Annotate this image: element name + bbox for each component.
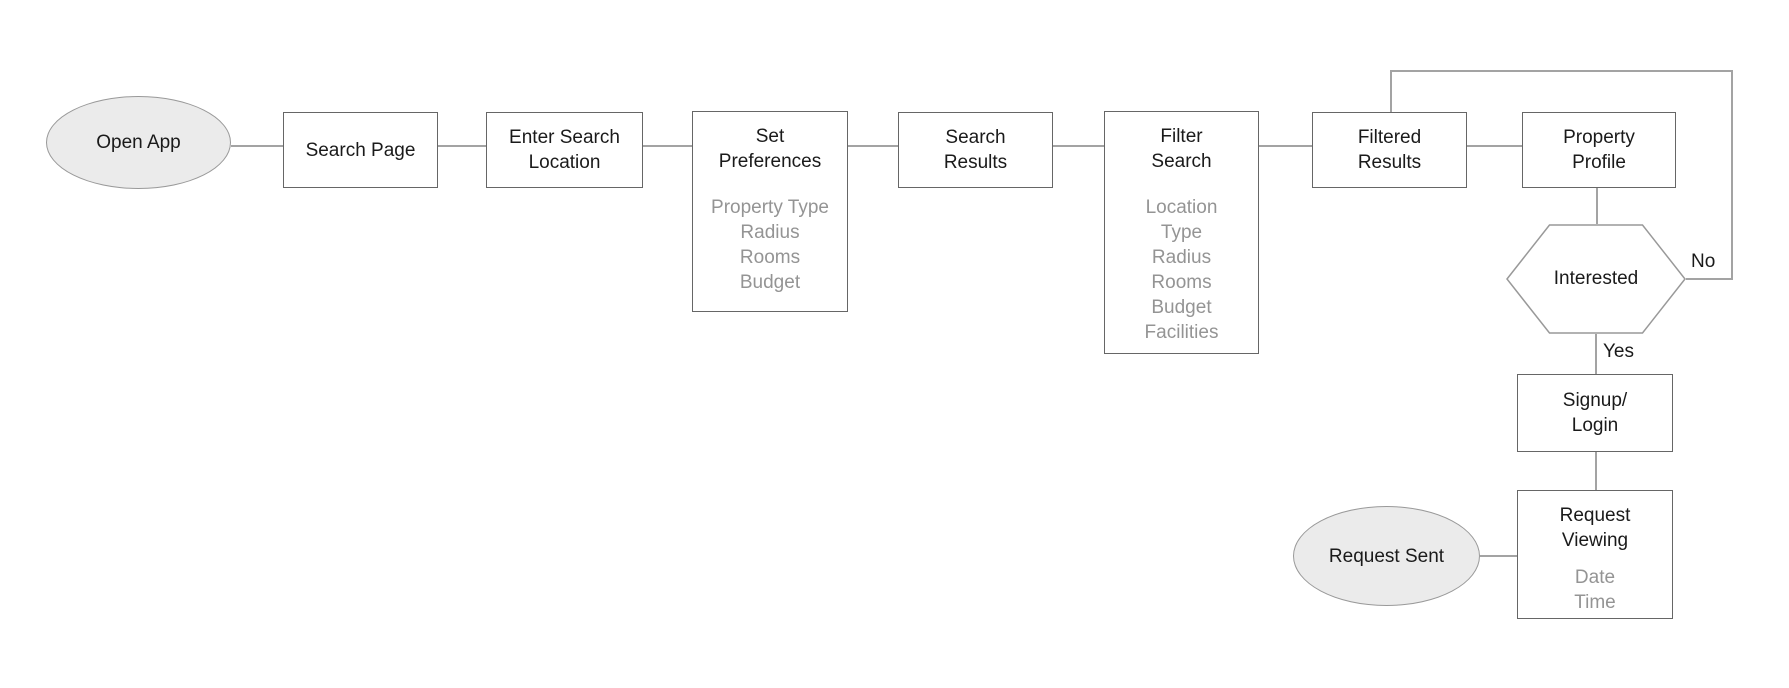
edge-no-loop-horizontal-from-hexagon xyxy=(1686,278,1732,280)
node-property-profile-label-line1: Property xyxy=(1563,127,1635,148)
node-signup-login-label-line1: Signup/ xyxy=(1562,390,1628,411)
detail-rooms2: Rooms xyxy=(1151,272,1212,293)
detail-budget2: Budget xyxy=(1151,297,1212,318)
node-search-page-label: Search Page xyxy=(305,139,416,161)
node-open-app: Open App xyxy=(46,96,231,189)
detail-location: Location xyxy=(1145,197,1218,218)
detail-budget: Budget xyxy=(739,272,801,293)
node-request-viewing-details: Date Time xyxy=(1574,565,1616,615)
edge-label-yes: Yes xyxy=(1603,341,1634,362)
node-search-results-label-line2: Results xyxy=(943,152,1008,173)
detail-facilities: Facilities xyxy=(1144,322,1219,343)
node-enter-search-location-label-line2: Location xyxy=(528,152,601,173)
node-set-preferences-details: Property Type Radius Rooms Budget xyxy=(711,195,829,295)
edge-enter-location-to-set-preferences xyxy=(643,145,692,147)
edge-label-no: No xyxy=(1691,251,1716,272)
node-filter-search-title-line1: Filter xyxy=(1160,126,1203,147)
edge-search-results-to-filter-search xyxy=(1053,145,1104,147)
edge-open-app-to-search-page xyxy=(231,145,283,147)
node-request-viewing-title-line1: Request xyxy=(1559,505,1631,526)
edge-request-sent-to-request-viewing xyxy=(1480,555,1517,557)
node-interested-label: Interested xyxy=(1553,268,1639,289)
node-search-results-label-line1: Search xyxy=(945,127,1006,148)
hexagon-shape xyxy=(1506,224,1686,334)
detail-radius2: Radius xyxy=(1151,247,1212,268)
detail-rooms: Rooms xyxy=(739,247,801,268)
edge-set-preferences-to-search-results xyxy=(848,145,898,147)
node-request-viewing-title: Request Viewing xyxy=(1560,491,1631,553)
node-request-viewing-title-line2: Viewing xyxy=(1561,530,1629,551)
edge-no-loop-down-to-filtered-results xyxy=(1390,70,1392,112)
node-filter-search-details: Location Type Radius Rooms Budget Facili… xyxy=(1145,195,1219,345)
detail-radius: Radius xyxy=(740,222,800,243)
node-set-preferences: Set Preferences Property Type Radius Roo… xyxy=(692,111,848,312)
node-filtered-results-label-line2: Results xyxy=(1357,152,1422,173)
node-filtered-results-label-line1: Filtered xyxy=(1357,127,1422,148)
edge-filtered-results-to-property-profile xyxy=(1467,145,1522,147)
node-filter-search-title-line2: Search xyxy=(1151,151,1212,172)
node-signup-login-label-line2: Login xyxy=(1571,415,1619,436)
node-filtered-results: Filtered Results xyxy=(1312,112,1467,188)
detail-property-type: Property Type xyxy=(711,197,829,218)
node-filter-search: Filter Search Location Type Radius Rooms… xyxy=(1104,111,1259,354)
edge-search-page-to-enter-location xyxy=(438,145,486,147)
node-enter-search-location-label-line1: Enter Search xyxy=(509,127,620,148)
node-property-profile: Property Profile xyxy=(1522,112,1676,188)
node-set-preferences-title-line2: Preferences xyxy=(718,151,822,172)
node-property-profile-label-line2: Profile xyxy=(1572,152,1626,173)
node-set-preferences-title-line1: Set xyxy=(755,126,785,147)
node-set-preferences-title: Set Preferences xyxy=(719,112,821,174)
edge-signup-to-request-viewing xyxy=(1595,452,1597,490)
node-search-results: Search Results xyxy=(898,112,1053,188)
node-search-page: Search Page xyxy=(283,112,438,188)
node-request-viewing: Request Viewing Date Time xyxy=(1517,490,1673,619)
edge-property-profile-to-interested xyxy=(1596,188,1598,224)
detail-type: Type xyxy=(1160,222,1203,243)
detail-date: Date xyxy=(1574,567,1616,588)
node-open-app-label: Open App xyxy=(96,132,181,153)
edge-no-loop-top-horizontal xyxy=(1390,70,1733,72)
detail-time: Time xyxy=(1574,592,1616,613)
node-signup-login: Signup/ Login xyxy=(1517,374,1673,452)
edge-no-loop-right-vertical xyxy=(1731,70,1733,280)
node-request-sent-label: Request Sent xyxy=(1328,545,1445,567)
node-enter-search-location: Enter Search Location xyxy=(486,112,643,188)
edge-interested-yes-to-signup xyxy=(1595,334,1597,374)
node-interested: Interested xyxy=(1506,224,1686,334)
node-filter-search-title: Filter Search xyxy=(1151,112,1211,174)
edge-filter-search-to-filtered-results xyxy=(1259,145,1312,147)
node-request-sent: Request Sent xyxy=(1293,506,1480,606)
